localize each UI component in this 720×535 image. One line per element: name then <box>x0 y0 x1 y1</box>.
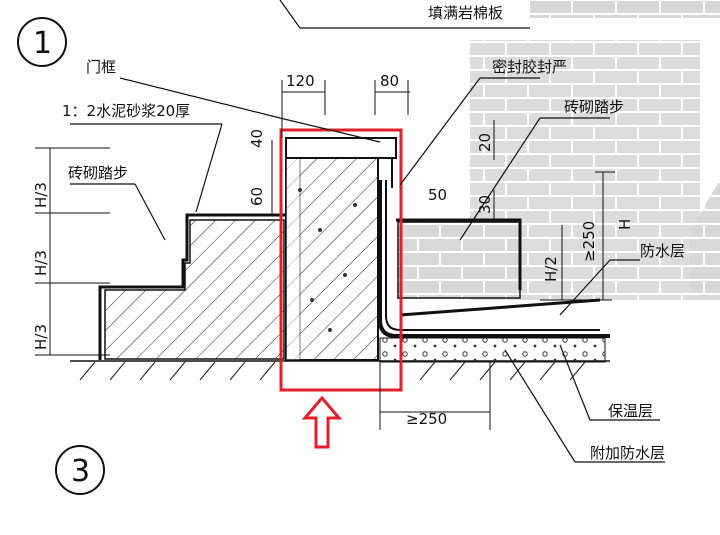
dim-60: 60 <box>248 187 266 206</box>
dim-h-half: H/2 <box>542 256 560 282</box>
highlight-annotation <box>279 128 403 449</box>
label-mortar: 1：2水泥砂浆20厚 <box>62 102 190 120</box>
leader-lines <box>70 0 665 463</box>
dim-120: 120 <box>286 72 315 90</box>
brick-steps <box>98 213 286 360</box>
dim-30: 30 <box>476 195 494 214</box>
brick-background <box>470 0 720 300</box>
label-door-frame: 门框 <box>86 58 116 76</box>
dim-40: 40 <box>248 129 266 148</box>
label-brick-step-right: 砖砌踏步 <box>564 98 624 116</box>
dim-20: 20 <box>476 133 494 152</box>
label-fill-rock-wool: 填满岩棉板 <box>428 4 503 22</box>
label-sealant: 密封胶封严 <box>492 58 567 76</box>
threshold-wall <box>285 137 397 361</box>
label-brick-step-left: 砖砌踏步 <box>68 164 128 182</box>
dim-h: H <box>616 219 634 230</box>
dim-h-third-1: H/3 <box>32 182 50 208</box>
dim-ge250-horizontal: ≥250 <box>406 410 447 428</box>
dim-h-third-2: H/3 <box>32 250 50 276</box>
dim-ge250-vertical: ≥250 <box>580 221 598 262</box>
detail-number-3: 3 <box>55 445 105 495</box>
detail-number-3-text: 3 <box>71 454 90 489</box>
label-insulation: 保温层 <box>608 402 653 420</box>
detail-number-1: 1 <box>17 17 67 67</box>
label-extra-waterproof: 附加防水层 <box>590 444 665 462</box>
dimension-lines <box>35 80 615 430</box>
right-floor-layers <box>379 218 606 363</box>
label-waterproof: 防水层 <box>640 242 685 260</box>
dim-80: 80 <box>380 72 399 90</box>
dim-h-third-3: H/3 <box>32 324 50 350</box>
detail-number-1-text: 1 <box>33 26 52 61</box>
dim-50: 50 <box>428 186 447 204</box>
ground <box>70 360 610 381</box>
